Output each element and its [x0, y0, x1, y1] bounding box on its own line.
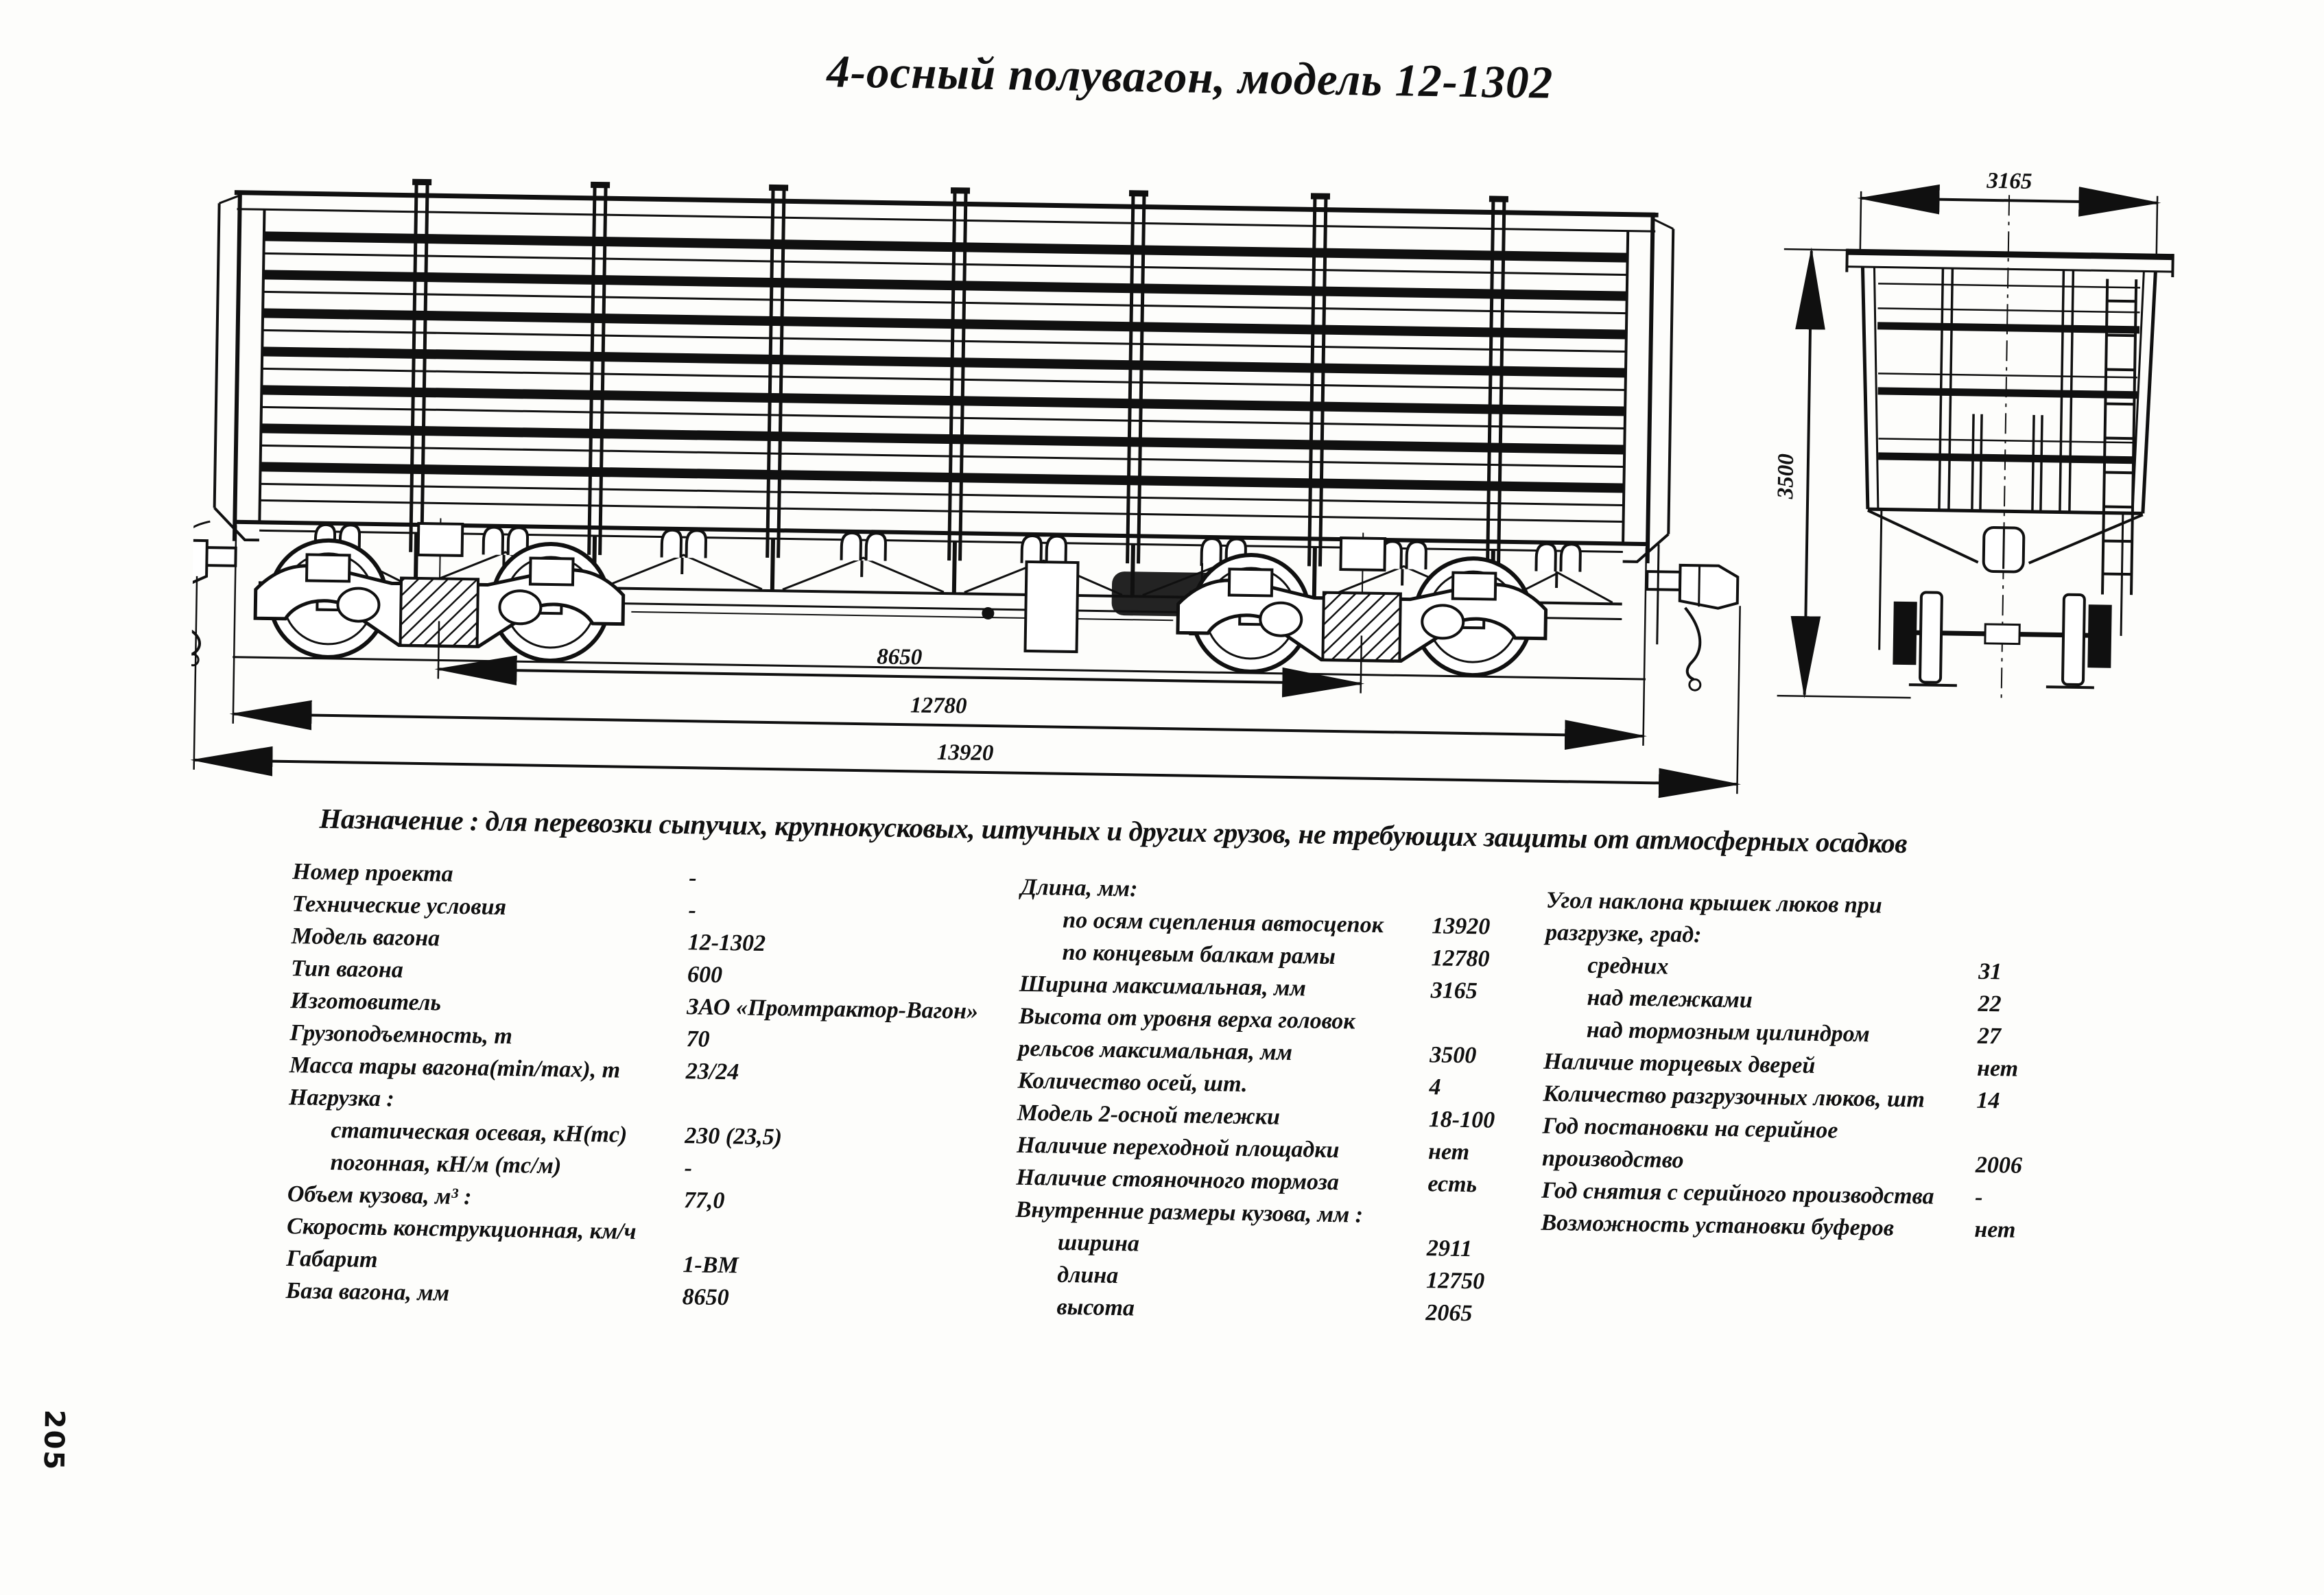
spec-value: 12780	[1431, 945, 1490, 972]
dim-coupler-length: 13920	[937, 740, 994, 766]
spec-value: 77,0	[683, 1188, 725, 1214]
spec-label: погонная, кН/м (тс/м)	[330, 1150, 562, 1179]
end-view-drawing: 3165 3500	[1773, 169, 2174, 703]
spec-label: Масса тары вагона(min/max), т	[289, 1052, 621, 1083]
end-ladder	[2100, 279, 2138, 595]
spec-value: 2065	[1425, 1300, 1473, 1327]
dim-frame-length: 12780	[910, 693, 967, 718]
spec-label: Длина, мм:	[1020, 874, 1138, 902]
spec-label: Высота от уровня верха головок	[1018, 1003, 1355, 1035]
spec-value: 600	[687, 962, 723, 988]
spec-label: Габарит	[286, 1246, 378, 1273]
spec-column-3: Угол наклона крышек люков при разгрузке,…	[1541, 888, 2260, 1253]
end-underframe	[1867, 509, 2144, 650]
spec-label: Наличие торцевых дверей	[1543, 1048, 1816, 1079]
spec-label: База вагона, мм	[285, 1278, 450, 1306]
spec-value: ЗАО «Промтрактор-Вагон»	[687, 994, 979, 1024]
spec-label: Грузоподъемность, т	[289, 1020, 513, 1050]
spec-value: -	[688, 897, 697, 923]
spec-value: 13920	[1431, 913, 1491, 940]
spec-value: 2911	[1426, 1236, 1473, 1262]
page-number: 205	[37, 1409, 70, 1472]
spec-label: статическая осевая, кН(тс)	[331, 1118, 628, 1148]
spec-label: Количество разгрузочных люков, шт	[1543, 1080, 1925, 1113]
spec-label: ширина	[1057, 1229, 1140, 1257]
spec-value: нет	[1976, 1055, 2019, 1082]
spec-label: Возможность установки буферов	[1541, 1209, 1895, 1241]
stanchions	[409, 178, 1509, 569]
dim-bogie-base: 8650	[877, 644, 923, 670]
spec-value: 3165	[1430, 978, 1478, 1004]
spec-value: 4	[1429, 1074, 1441, 1100]
spec-label: длина	[1056, 1262, 1119, 1289]
spec-value: 70	[686, 1026, 710, 1052]
spec-label: над тележками	[1587, 984, 1753, 1013]
spec-value: 8650	[682, 1284, 729, 1311]
spec-value: -	[684, 1155, 693, 1181]
spec-value: 2006	[1975, 1152, 2023, 1179]
spec-label: Скорость конструкционная, км/ч	[286, 1214, 637, 1245]
spec-label: рельсов максимальная, мм	[1018, 1035, 1293, 1066]
page-title: 4-осный полувагон, модель 12-1302	[826, 46, 1554, 108]
spec-value: 31	[1978, 958, 2002, 985]
spec-value: нет	[1974, 1216, 2016, 1243]
spec-value: -	[1974, 1184, 1983, 1210]
spec-label: средних	[1587, 952, 1669, 980]
end-posts	[1938, 268, 2075, 512]
side-wall-seams	[259, 252, 1628, 523]
spec-value: 18-100	[1428, 1107, 1495, 1133]
spec-value: есть	[1427, 1171, 1478, 1198]
spec-value: -	[688, 865, 697, 891]
spec-label: Изготовитель	[290, 988, 442, 1016]
spec-label: разгрузке, град:	[1545, 919, 1702, 948]
spec-label: Объем кузова, м³ :	[287, 1181, 472, 1210]
spec-value: 14	[1976, 1087, 2000, 1114]
spec-label: производство	[1541, 1145, 1684, 1174]
dim-height: 3500	[1773, 453, 1799, 500]
spec-label: Год постановки на серийное	[1542, 1113, 1838, 1144]
spec-label: высота	[1056, 1294, 1135, 1321]
spec-value: нет	[1427, 1139, 1470, 1166]
wagon-body	[213, 178, 1675, 606]
side-view-drawing: 8650 12780 13920	[189, 178, 1742, 799]
spec-label: Нагрузка :	[288, 1085, 395, 1112]
spec-label: Наличие переходной площадки	[1016, 1132, 1340, 1163]
spec-value: 230 (23,5)	[685, 1123, 783, 1150]
spec-value: 12-1302	[687, 930, 766, 956]
spec-label: над тормозным цилиндром	[1586, 1017, 1871, 1048]
spec-value: 1-ВМ	[683, 1252, 739, 1279]
spec-label: Технические условия	[292, 891, 507, 921]
spec-label: Год снятия с серийного производства	[1541, 1177, 1934, 1209]
spec-label: по осям сцепления автосцепок	[1063, 907, 1384, 938]
end-dimension-height: 3500	[1773, 247, 1911, 699]
spec-label: Тип вагона	[290, 956, 404, 983]
end-body	[1845, 195, 2174, 703]
spec-label: Модель вагона	[291, 923, 440, 952]
dim-width: 3165	[1986, 169, 2032, 194]
spec-value: 3500	[1430, 1042, 1477, 1069]
spec-label: Номер проекта	[292, 859, 453, 887]
spec-value: 22	[1978, 991, 2002, 1017]
spec-label: Ширина максимальная, мм	[1019, 971, 1307, 1002]
spec-value: 27	[1977, 1023, 2002, 1050]
spec-label: Количество осей, шт.	[1017, 1067, 1248, 1098]
spec-value: 12750	[1425, 1268, 1485, 1295]
center-axis	[2000, 195, 2011, 703]
spec-value: 23/24	[685, 1059, 739, 1085]
spec-label: Модель 2-осной тележки	[1017, 1100, 1281, 1130]
spec-label: Внутренние размеры кузова, мм :	[1015, 1196, 1364, 1228]
spec-label: Наличие стояночного тормоза	[1016, 1164, 1340, 1196]
dimension-lines: 8650 12780 13920	[190, 525, 1742, 799]
spec-label: Угол наклона крышек люков при	[1545, 887, 1883, 919]
coupler-right	[1645, 544, 1740, 692]
end-wheelset	[1893, 591, 2112, 689]
spec-label: по концевым балкам рамы	[1062, 939, 1336, 970]
spec-column-1: Номер проекта - Технические условия - Моде…	[285, 859, 992, 1321]
